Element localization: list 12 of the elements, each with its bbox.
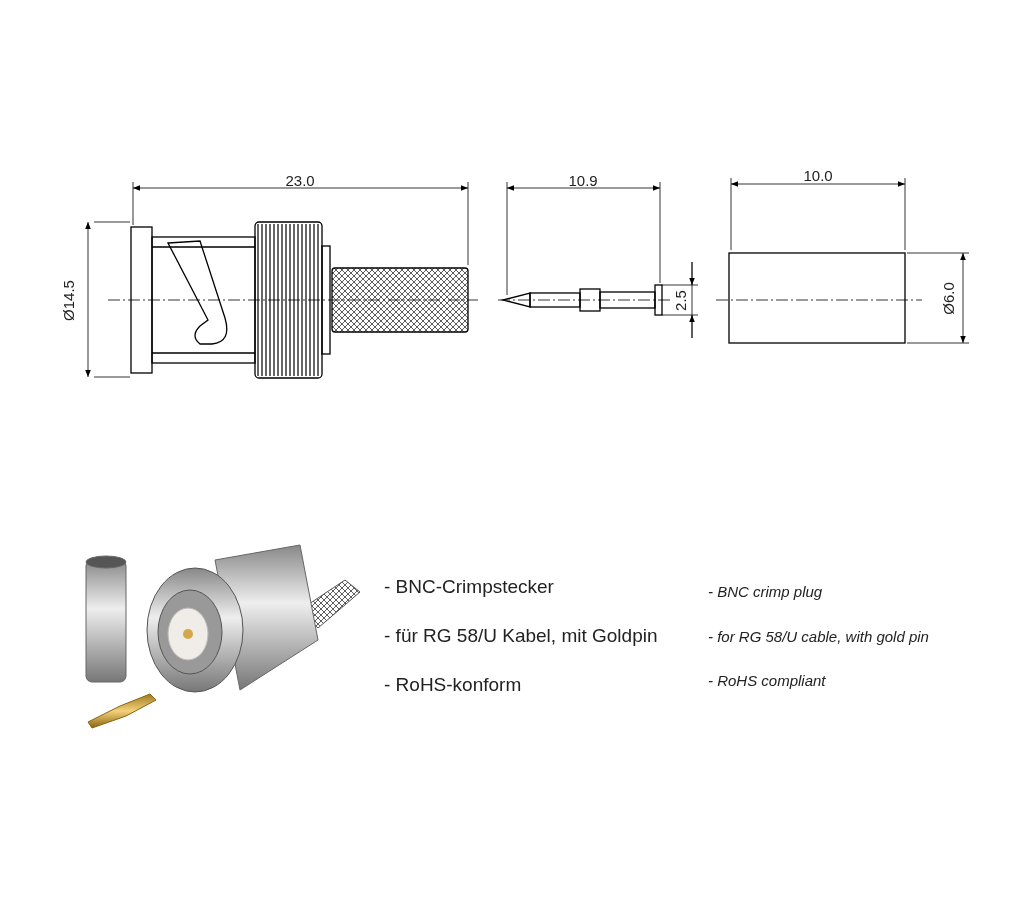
dimension-label: 10.0 <box>803 168 833 183</box>
translation-text: - for RG 58/U cable, with gold pin <box>708 629 929 644</box>
feature-text: - BNC-Crimpstecker <box>384 577 554 596</box>
dimension-label: Ø14.5 <box>60 279 76 321</box>
dimension-label: 23.0 <box>285 173 315 188</box>
dimension-label: Ø6.0 <box>940 281 956 315</box>
dimension-label: 10.9 <box>568 173 598 188</box>
dimension-label: 2.5 <box>672 289 688 311</box>
feature-text: - RoHS-konform <box>384 675 522 694</box>
translation-text: - RoHS compliant <box>708 673 826 688</box>
feature-text: - für RG 58/U Kabel, mit Goldpin <box>384 626 658 645</box>
translation-text: - BNC crimp plug <box>708 584 823 599</box>
